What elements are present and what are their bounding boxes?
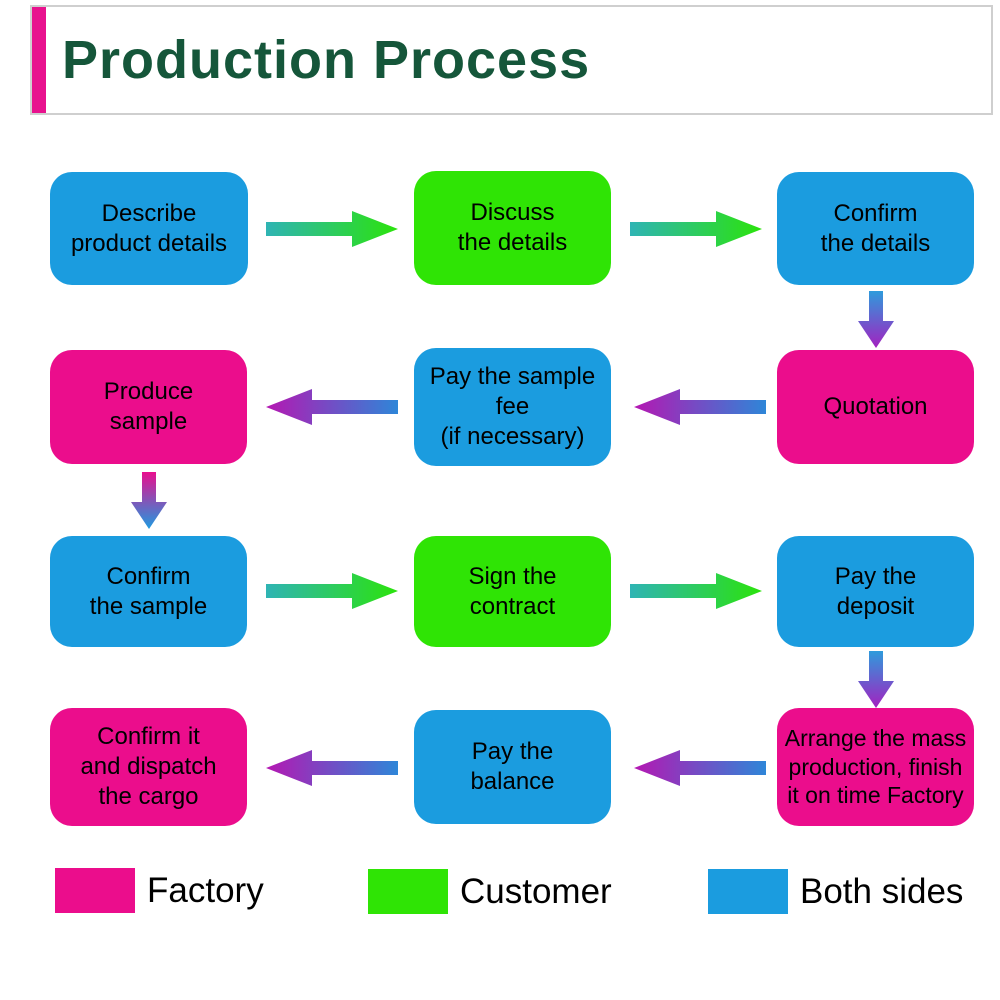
legend-item-customer: Customer bbox=[368, 869, 612, 914]
node-describe-product-details: Describe product details bbox=[50, 172, 248, 285]
arrow-left-1 bbox=[634, 389, 766, 425]
arrow-right-3 bbox=[266, 573, 398, 609]
node-label: Quotation bbox=[823, 393, 928, 420]
node-label: Pay the sample fee (if necessary) bbox=[429, 363, 596, 450]
page-title: Production Process bbox=[62, 30, 591, 90]
arrow-right-1 bbox=[266, 211, 398, 247]
legend-item-both-sides: Both sides bbox=[708, 869, 963, 914]
title-accent-bar bbox=[32, 7, 46, 113]
node-label: Pay the deposit bbox=[834, 562, 917, 620]
arrow-left-4 bbox=[266, 750, 398, 786]
arrow-left-2 bbox=[266, 389, 398, 425]
node-label: Confirm it and dispatch the cargo bbox=[80, 723, 217, 810]
arrow-left-3 bbox=[634, 750, 766, 786]
node-label: Confirm the sample bbox=[89, 562, 208, 620]
node-sign-the-contract: Sign the contract bbox=[414, 536, 611, 647]
title-bar: Production Process bbox=[30, 5, 993, 115]
legend-swatch-customer bbox=[368, 869, 448, 914]
node-quotation: Quotation bbox=[777, 350, 974, 464]
node-label: Arrange the mass production, finish it o… bbox=[784, 724, 967, 809]
node-confirm-the-details: Confirm the details bbox=[777, 172, 974, 285]
node-label: Describe product details bbox=[70, 199, 228, 257]
node-label: Pay the balance bbox=[470, 738, 555, 795]
node-confirm-the-sample: Confirm the sample bbox=[50, 536, 247, 647]
arrow-down-1 bbox=[858, 291, 894, 348]
node-arrange-mass-production: Arrange the mass production, finish it o… bbox=[777, 708, 974, 826]
legend-label: Both sides bbox=[800, 871, 964, 911]
legend-label: Factory bbox=[147, 870, 264, 910]
node-discuss-the-details: Discuss the details bbox=[414, 171, 611, 285]
node-label: Discuss the details bbox=[457, 199, 568, 256]
legend-label: Customer bbox=[460, 871, 612, 911]
arrow-right-4 bbox=[630, 573, 762, 609]
legend-swatch-both-sides bbox=[708, 869, 788, 914]
node-pay-sample-fee: Pay the sample fee (if necessary) bbox=[414, 348, 611, 466]
legend-item-factory: Factory bbox=[55, 868, 264, 913]
node-label: Confirm the details bbox=[820, 199, 931, 257]
legend-swatch-factory bbox=[55, 868, 135, 913]
node-pay-the-balance: Pay the balance bbox=[414, 710, 611, 824]
arrow-down-2 bbox=[131, 472, 167, 529]
node-label: Sign the contract bbox=[468, 562, 557, 620]
node-confirm-dispatch-cargo: Confirm it and dispatch the cargo bbox=[50, 708, 247, 826]
node-pay-the-deposit: Pay the deposit bbox=[777, 536, 974, 647]
node-produce-sample: Produce sample bbox=[50, 350, 247, 464]
arrow-right-2 bbox=[630, 211, 762, 247]
arrow-down-3 bbox=[858, 651, 894, 708]
node-label: Produce sample bbox=[103, 378, 194, 435]
